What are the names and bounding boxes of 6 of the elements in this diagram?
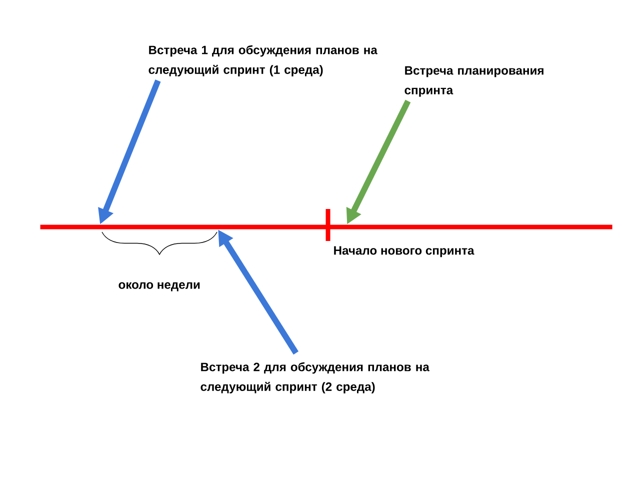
label-text: около недели <box>118 282 200 292</box>
annotation-text: Встреча планирования спринта <box>404 66 544 97</box>
annotation-text: Встреча 2 для обсуждения планов на следующий спринт (2 среда) <box>200 362 430 394</box>
annotation-text: Встреча 1 для обсуждения планов на следующий спринт (1 среда) <box>148 45 378 76</box>
label-text: Начало нового спринта <box>334 246 474 258</box>
timeline <box>40 224 612 230</box>
